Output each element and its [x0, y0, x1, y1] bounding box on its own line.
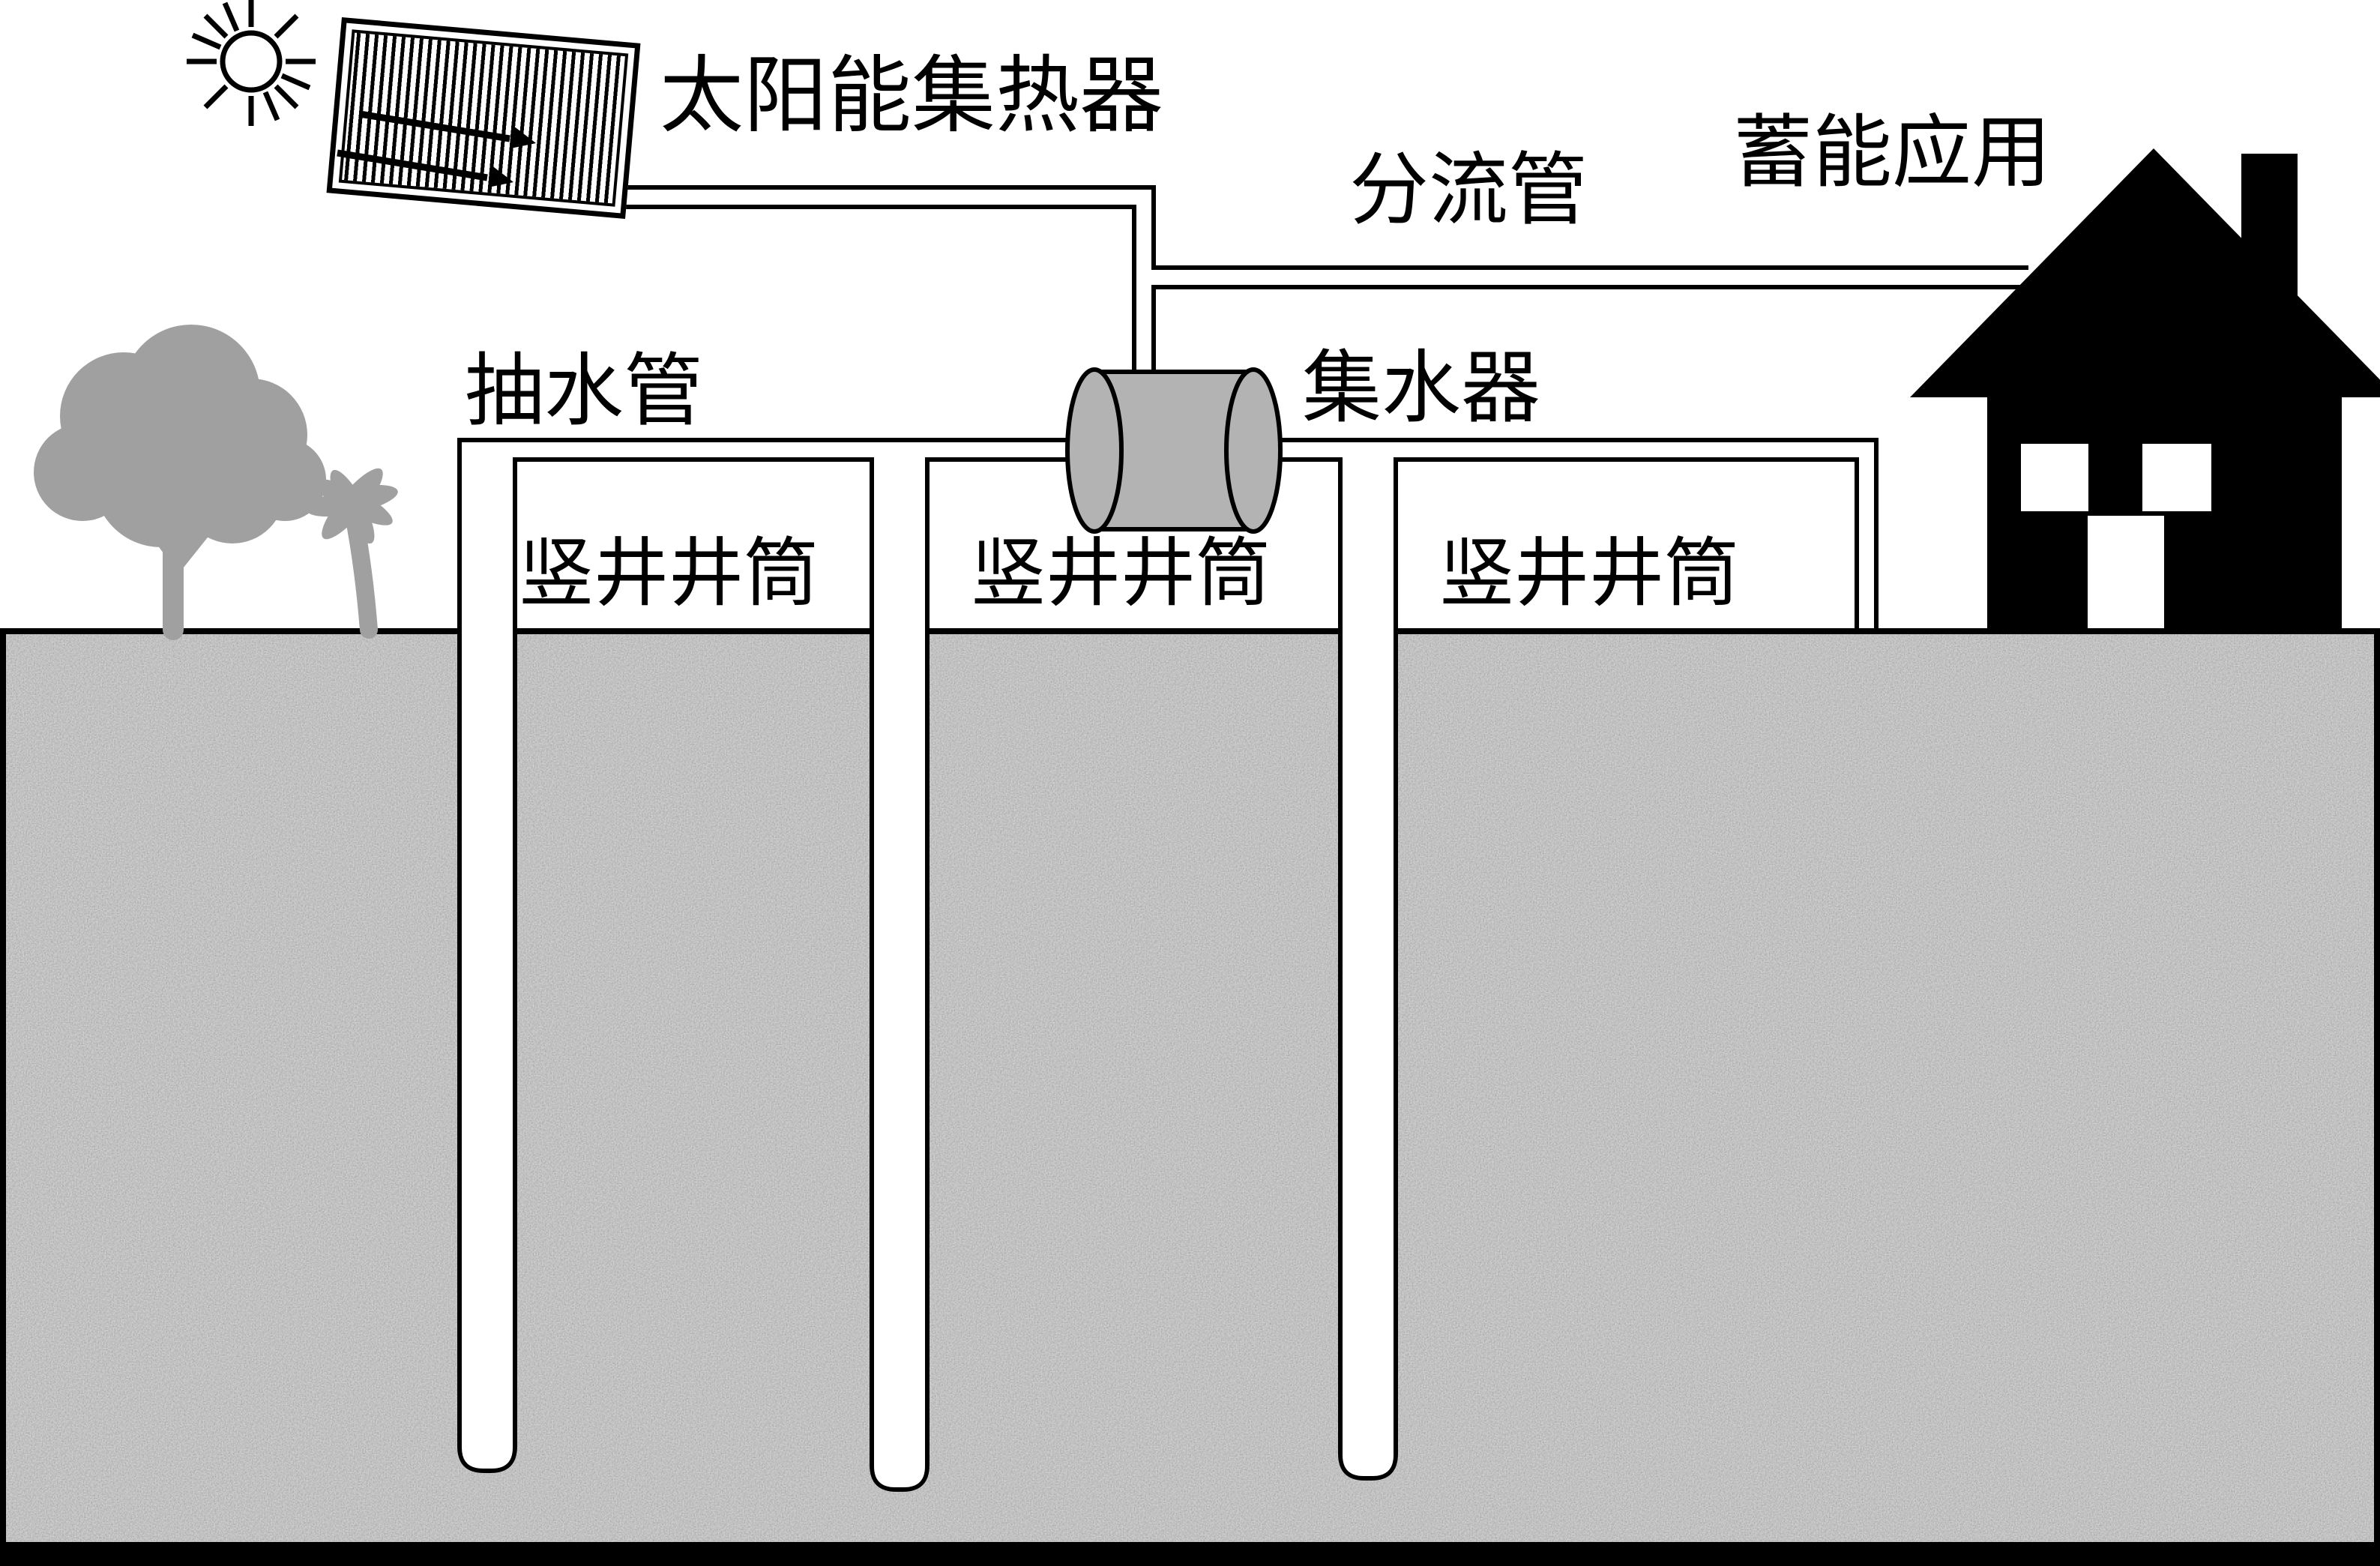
label-shaft-2: 竖井井筒 — [971, 529, 1271, 617]
label-shaft-3: 竖井井筒 — [1439, 529, 1739, 617]
house-icon — [1910, 148, 2380, 628]
sun-icon — [187, 0, 316, 126]
tank-icon — [1065, 367, 1283, 534]
ground-texture — [0, 628, 2380, 1566]
label-shaft-1: 竖井井筒 — [519, 529, 819, 617]
tree-icon — [34, 325, 326, 640]
label-water-collector: 集水器 — [1302, 342, 1540, 434]
palm-tree-icon — [307, 468, 398, 639]
label-pumping-pipe: 抽水管 — [465, 345, 703, 437]
label-splitter-pipe: 分流管 — [1349, 144, 1588, 236]
sun-ray-arrows-icon — [337, 110, 536, 187]
borehole-shaft-3 — [1338, 457, 1398, 1481]
label-storage-application: 蓄能应用 — [1733, 106, 2051, 199]
pipe-network — [457, 185, 2028, 628]
borehole-shaft-2 — [870, 457, 930, 1492]
label-solar-collector: 太阳能集热器 — [660, 47, 1163, 145]
borehole-shaft-1 — [457, 438, 517, 1473]
